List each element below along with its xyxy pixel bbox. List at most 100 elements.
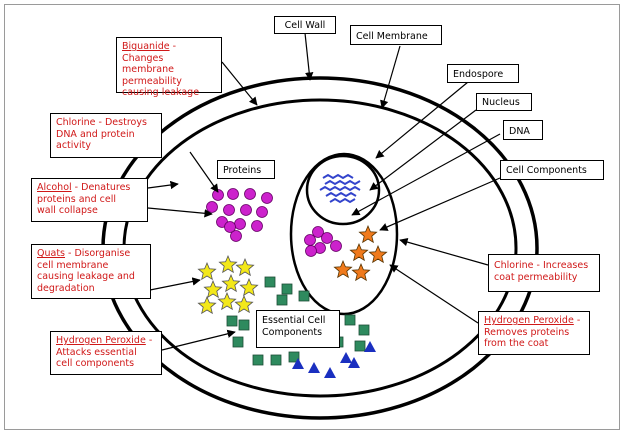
agent-hydrogen-coat-l3: from the coat — [484, 338, 549, 349]
protein-dot — [321, 232, 333, 244]
label-cell-membrane: Cell Membrane — [350, 25, 442, 45]
yellow-star — [235, 257, 255, 277]
protein-dot — [206, 201, 218, 213]
protein-dot — [304, 234, 316, 246]
agent-alcohol: Alcohol - Denatures proteins and cell wa… — [31, 178, 148, 222]
green-square — [288, 351, 300, 363]
green-square — [238, 319, 250, 331]
orange-star — [358, 224, 378, 244]
arrow-chlorine-coat — [399, 238, 489, 266]
agent-biguanide-sep: - — [169, 41, 177, 52]
agent-biguanide-name: Biguanide — [122, 41, 170, 52]
agent-chlorine-coat-l2: coat permeability — [494, 271, 578, 283]
blue-triangle — [348, 357, 360, 368]
protein-dot — [234, 218, 246, 230]
protein-dot — [227, 188, 239, 200]
label-nucleus: Nucleus — [476, 93, 532, 111]
agent-chlorine-dna: Chlorine - Destroys DNA and protein acti… — [50, 113, 162, 158]
label-cell-wall: Cell Wall — [274, 16, 336, 34]
agent-alcohol-l2: proteins and cell — [37, 193, 116, 205]
blue-triangle — [340, 352, 352, 363]
agent-hydrogen-coat-l2: Removes proteins — [484, 326, 570, 338]
arrow-cell-components — [379, 177, 501, 231]
agent-hydrogen-essential-l3: cell components — [56, 358, 135, 369]
agent-alcohol-l1: Denatures — [81, 182, 131, 193]
arrow-dna — [351, 133, 501, 216]
protein-dot — [261, 192, 273, 204]
protein-dot — [244, 188, 256, 200]
blue-triangles — [292, 341, 376, 378]
blue-triangle — [324, 367, 336, 378]
blue-triangle — [292, 358, 304, 369]
agent-chlorine-dna-l3: activity — [56, 140, 92, 151]
protein-dot — [223, 204, 235, 216]
agent-biguanide-l1: Changes — [122, 52, 164, 64]
protein-dot — [230, 230, 242, 242]
protein-dot — [312, 226, 324, 238]
agent-quats-l2: cell membrane — [37, 259, 109, 271]
agent-hydrogen-coat-sep: - — [573, 315, 581, 326]
green-square — [344, 314, 356, 326]
arrow-alcohol-a — [147, 180, 179, 190]
yellow-star — [221, 273, 241, 293]
agent-biguanide-l3: permeability — [122, 75, 182, 87]
agent-hydrogen-essential-l2: Attacks essential — [56, 346, 137, 358]
yellow-star — [203, 279, 223, 299]
yellow-star — [197, 295, 217, 315]
green-square — [276, 294, 288, 306]
green-square — [226, 315, 238, 327]
green-square — [264, 276, 276, 288]
orange-star — [351, 262, 371, 282]
agent-chlorine-dna-l2: DNA and protein — [56, 128, 135, 140]
endospore — [289, 152, 399, 316]
label-endospore: Endospore — [447, 64, 519, 83]
protein-dot — [240, 204, 252, 216]
orange-stars — [333, 224, 388, 282]
green-square — [232, 336, 244, 348]
protein-dot — [305, 245, 317, 257]
agent-hydrogen-essential-sep: - — [145, 335, 153, 346]
yellow-star — [217, 291, 237, 311]
agent-alcohol-sep: - — [71, 182, 82, 193]
orange-star — [333, 259, 353, 279]
essential-line-2: Components — [262, 326, 323, 338]
yellow-star — [218, 254, 238, 274]
essential-line-1: Essential Cell — [262, 315, 326, 326]
arrow-alcohol-b — [147, 207, 213, 218]
agent-quats-sep: - — [65, 248, 75, 259]
agent-biguanide: Biguanide - Changes membrane permeabilit… — [116, 37, 222, 98]
agent-hydrogen-essential-name: Hydrogen Peroxide — [56, 335, 146, 346]
arrow-biguanide — [221, 61, 258, 106]
agent-quats-l1: Disorganise — [74, 248, 131, 259]
agent-alcohol-name: Alcohol — [37, 182, 72, 193]
label-proteins: Proteins — [217, 160, 275, 179]
yellow-star — [197, 261, 217, 281]
agent-quats-l3: causing leakage and — [37, 271, 135, 282]
arrow-nucleus — [369, 109, 477, 191]
agent-chlorine-coat-l1: Chlorine - Increases — [494, 260, 589, 271]
green-square — [354, 340, 366, 352]
arrow-hydrogen-coat — [389, 264, 479, 324]
arrow-endospore — [375, 81, 469, 159]
agent-biguanide-l4: causing leakage — [122, 87, 200, 98]
label-cell-components: Cell Components — [500, 160, 604, 180]
label-essential-cell-components: Essential Cell Components — [256, 310, 340, 348]
dna-strands — [319, 173, 361, 204]
orange-star — [349, 242, 369, 262]
protein-particles — [206, 188, 342, 257]
arrow-cell-wall — [304, 32, 314, 81]
arrow-cell-membrane — [380, 45, 401, 109]
agent-chlorine-dna-l1: Chlorine - Destroys — [56, 117, 147, 128]
agent-quats: Quats - Disorganise cell membrane causin… — [31, 244, 151, 299]
blue-triangle — [364, 341, 376, 352]
blue-triangle — [308, 362, 320, 373]
green-square — [281, 283, 293, 295]
orange-star — [368, 244, 388, 264]
arrow-chlorine-dna — [189, 151, 219, 193]
agent-hydrogen-peroxide-coat: Hydrogen Peroxide - Removes proteins fro… — [478, 311, 590, 355]
agent-alcohol-l3: wall collapse — [37, 205, 98, 216]
agent-quats-l4: degradation — [37, 282, 95, 294]
label-dna: DNA — [503, 120, 543, 140]
agent-hydrogen-peroxide-essential: Hydrogen Peroxide - Attacks essential ce… — [50, 331, 162, 375]
